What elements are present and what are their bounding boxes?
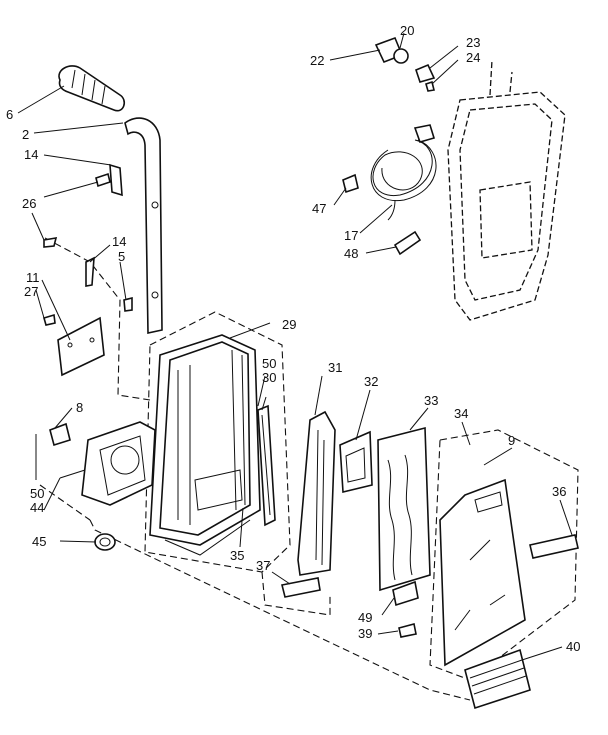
callout-32: 32: [364, 374, 378, 389]
callout-labels: 6 2 14 26 14 5 11 27 29 50 30 31 32 33 3…: [6, 23, 580, 654]
callout-50-upper: 50: [262, 356, 276, 371]
handle-small-parts: [43, 163, 133, 377]
callout-5: 5: [118, 249, 125, 264]
leader-lines: [17, 32, 573, 661]
callout-50-lower: 50: [30, 486, 44, 501]
callout-30: 30: [262, 370, 276, 385]
callout-8: 8: [76, 400, 83, 415]
bag-door: [439, 478, 526, 667]
bottom-grille: [281, 577, 531, 710]
switch-parts: [374, 36, 436, 92]
callout-24: 24: [466, 50, 480, 65]
cord-small-parts: [342, 173, 422, 256]
center-panel: [297, 410, 336, 576]
rear-cover-assembly: [447, 59, 566, 321]
callout-29: 29: [282, 317, 296, 332]
callout-14-lower: 14: [112, 234, 126, 249]
callout-49: 49: [358, 610, 372, 625]
filter-bag: [377, 426, 431, 638]
callout-44: 44: [30, 500, 44, 515]
callout-23: 23: [466, 35, 480, 50]
callout-31: 31: [328, 360, 342, 375]
callout-45: 45: [32, 534, 46, 549]
callout-14-upper: 14: [24, 147, 38, 162]
gasket-strip: [257, 404, 276, 527]
power-cord: [370, 124, 437, 221]
wheel: [94, 533, 116, 551]
assembly-outlines: [39, 237, 579, 701]
trim-strip: [529, 534, 579, 559]
callout-47: 47: [312, 201, 326, 216]
main-body-housing: [149, 334, 261, 556]
handle-tube: [124, 117, 163, 334]
callout-48: 48: [344, 246, 358, 261]
callout-39: 39: [358, 626, 372, 641]
callout-36: 36: [552, 484, 566, 499]
callout-40: 40: [566, 639, 580, 654]
motor-assembly: [49, 421, 156, 506]
callout-27: 27: [24, 284, 38, 299]
callout-33: 33: [424, 393, 438, 408]
callout-26: 26: [22, 196, 36, 211]
callout-34: 34: [454, 406, 468, 421]
callout-37: 37: [256, 558, 270, 573]
callout-20: 20: [400, 23, 414, 38]
callout-11: 11: [26, 270, 40, 285]
callout-2: 2: [22, 127, 29, 142]
handle-grip: [58, 65, 126, 112]
bag-collar: [339, 430, 373, 494]
callout-35: 35: [230, 548, 244, 563]
callout-9: 9: [508, 433, 515, 448]
callout-6: 6: [6, 107, 13, 122]
callout-17: 17: [344, 228, 358, 243]
callout-22: 22: [310, 53, 324, 68]
